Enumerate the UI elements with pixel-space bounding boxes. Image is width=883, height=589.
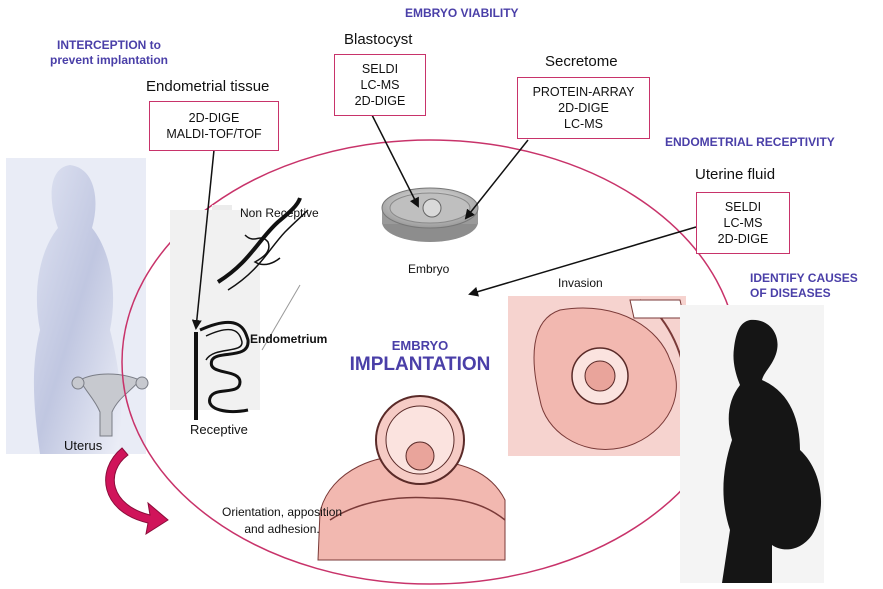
endometrium-diagram xyxy=(170,198,308,420)
arrow-blastocyst xyxy=(372,115,418,206)
heading-embryo-viability: EMBRYO VIABILITY xyxy=(405,6,519,21)
label-uterus: Uterus xyxy=(64,438,102,453)
curved-arrow-icon xyxy=(106,448,168,534)
female-body-illustration xyxy=(6,158,146,454)
label-endometrium: Endometrium xyxy=(250,332,327,346)
label-invasion: Invasion xyxy=(558,276,603,290)
methods-box-secretome: PROTEIN-ARRAY 2D-DIGE LC-MS xyxy=(517,77,650,139)
center-title: EMBRYO IMPLANTATION xyxy=(340,338,500,376)
title-secretome: Secretome xyxy=(545,53,618,70)
label-non-receptive: Non Receptive xyxy=(240,206,319,220)
invasion-illustration xyxy=(508,296,686,456)
heading-endometrial-receptivity: ENDOMETRIAL RECEPTIVITY xyxy=(665,135,835,150)
pregnant-woman-silhouette xyxy=(680,305,824,583)
title-uterine-fluid: Uterine fluid xyxy=(695,166,775,183)
label-embryo: Embryo xyxy=(408,262,449,276)
orientation-illustration xyxy=(318,396,505,560)
heading-interception: INTERCEPTION to prevent implantation xyxy=(50,38,168,68)
arrow-secretome xyxy=(466,140,528,218)
label-orientation: Orientation, apposition and adhesion. xyxy=(222,504,342,538)
embryo-dish-illustration xyxy=(382,188,478,242)
title-blastocyst: Blastocyst xyxy=(344,31,412,48)
title-endometrial-tissue: Endometrial tissue xyxy=(146,78,269,95)
heading-identify-causes: IDENTIFY CAUSES OF DISEASES xyxy=(750,271,858,301)
methods-box-endometrial-tissue: 2D-DIGE MALDI-TOF/TOF xyxy=(149,101,279,151)
label-receptive: Receptive xyxy=(190,422,248,437)
methods-box-blastocyst: SELDI LC-MS 2D-DIGE xyxy=(334,54,426,116)
methods-box-uterine-fluid: SELDI LC-MS 2D-DIGE xyxy=(696,192,790,254)
